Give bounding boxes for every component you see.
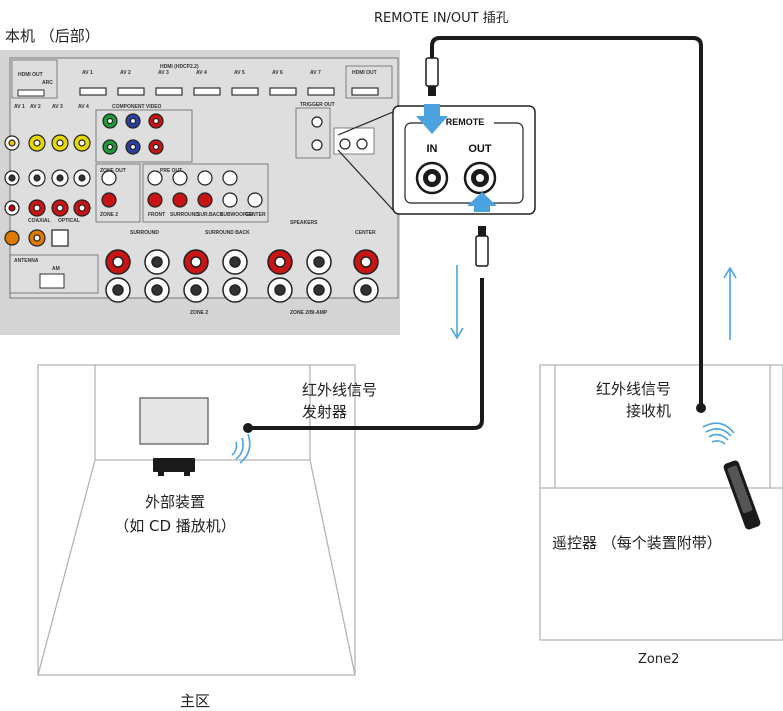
ir-receiver-waves-icon: [702, 422, 735, 445]
speakers-label: SPEAKERS: [290, 220, 318, 226]
zone2-label: Zone2: [638, 652, 680, 667]
hdmi-section: HDMI OUT ARC HDMI (HDCP2.2) AV 1 AV 2 AV…: [11, 59, 393, 99]
component-video-label: COMPONENT VIDEO: [112, 104, 162, 110]
cable-to-ir-emitter: [250, 278, 484, 430]
surround-back-label: SURROUND BACK: [205, 230, 250, 236]
svg-text:ZONE 2: ZONE 2: [100, 212, 118, 218]
trigger-out-label: TRIGGER OUT: [300, 102, 335, 108]
ir-emitter-label-line1: 红外线信号: [302, 381, 378, 399]
remote-in-jack: [415, 161, 449, 195]
main-zone-label: 主区: [180, 692, 211, 710]
tv-monitor: [139, 397, 209, 445]
arc-label: ARC: [42, 80, 53, 86]
receiver-rear-panel: HDMI OUT ARC HDMI (HDCP2.2) AV 1 AV 2 AV…: [0, 50, 400, 335]
coaxial-label: COAXIAL: [28, 218, 51, 224]
plug-top: [425, 57, 439, 96]
svg-text:AV 2: AV 2: [30, 104, 41, 110]
remote-control-label: 遥控器 （每个装置附带）: [552, 534, 722, 552]
hdmi-hdcp-label: HDMI (HDCP2.2): [160, 64, 199, 70]
av6-label: AV 6: [272, 70, 283, 76]
remote-panel-title: REMOTE: [446, 117, 485, 127]
left-jacks: AV 1 AV 2 AV 3 AV 4 COAXIAL OPTICAL ANTE…: [4, 104, 99, 294]
zone-out-label: ZONE OUT: [100, 168, 126, 174]
svg-text:AV 3: AV 3: [52, 104, 63, 110]
remote-out-jack: [463, 161, 497, 195]
signal-down-arrow-icon: [450, 265, 464, 340]
am-label: AM: [52, 266, 60, 272]
svg-text:AV 4: AV 4: [78, 104, 89, 110]
remote-jack-label: REMOTE IN/OUT 插孔: [374, 11, 509, 26]
main-zone-room: [37, 364, 356, 676]
component-video-section: COMPONENT VIDEO: [95, 104, 193, 163]
cable-to-zone2-receiver: [430, 36, 703, 407]
ir-emitter-waves-icon: [231, 433, 251, 464]
ir-receiver-label: 红外线信号 接收机: [596, 378, 671, 422]
sur-back-label: SUR.BACK: [197, 212, 224, 218]
remote-out-label: OUT: [468, 143, 492, 155]
external-device-label-line1: 外部装置: [144, 493, 205, 511]
svg-text:AV 1: AV 1: [14, 104, 25, 110]
av3-label: AV 3: [158, 70, 169, 76]
speakers-section: SPEAKERS SURROUND SURROUND BACK CENTER Z…: [105, 220, 379, 316]
av7-label: AV 7: [310, 70, 321, 76]
insert-arrow-down-icon: [416, 104, 448, 134]
ir-receiver-label-line1: 红外线信号: [596, 380, 672, 398]
ir-emitter-label: 红外线信号 发射器: [302, 379, 377, 423]
remote-in-label: IN: [427, 143, 438, 155]
av2-label: AV 2: [120, 70, 131, 76]
ir-emitter-dot: [243, 423, 253, 433]
center-label: CENTER: [355, 230, 376, 236]
external-device-label: 外部装置 （如 CD 播放机）: [100, 490, 250, 538]
surround-pre-label: SURROUND: [170, 212, 199, 218]
av5-label: AV 5: [234, 70, 245, 76]
surround-label: SURROUND: [130, 230, 159, 236]
external-device-label-line2: （如 CD 播放机）: [114, 517, 236, 535]
hdmi-out-label: HDMI OUT: [18, 72, 43, 78]
av4-label: AV 4: [196, 70, 207, 76]
zone-pre-out-section: ZONE OUT ZONE 2 PRE OUT FRONT SURROUND S…: [95, 163, 269, 223]
pre-out-label: PRE OUT: [160, 168, 182, 174]
optical-label: OPTICAL: [58, 218, 80, 224]
front-label: FRONT: [148, 212, 165, 218]
hdmi-out2-label: HDMI OUT: [352, 70, 377, 76]
signal-up-arrow-icon: [723, 266, 737, 340]
remote-jack-callout: REMOTE IN OUT: [392, 105, 536, 215]
subwoofer-label: SUBWOOFER: [220, 212, 253, 218]
ir-receiver-dot: [696, 403, 706, 413]
insert-arrow-up-icon: [467, 192, 497, 212]
center-pre-label: CENTER: [245, 212, 266, 218]
ir-emitter-label-line2: 发射器: [302, 403, 348, 421]
remote-control-icon: [723, 460, 761, 530]
plug-bottom: [475, 226, 489, 267]
antenna-label: ANTENNA: [14, 258, 39, 264]
zone2-speaker-label: ZONE 2: [190, 310, 208, 316]
external-device-icon: [153, 458, 195, 476]
ir-receiver-label-line2: 接收机: [626, 402, 672, 420]
av1-label: AV 1: [82, 70, 93, 76]
zone2-biamp-label: ZONE 2/BI-AMP: [290, 310, 328, 316]
receiver-rear-label: 本机 （后部）: [5, 27, 100, 45]
